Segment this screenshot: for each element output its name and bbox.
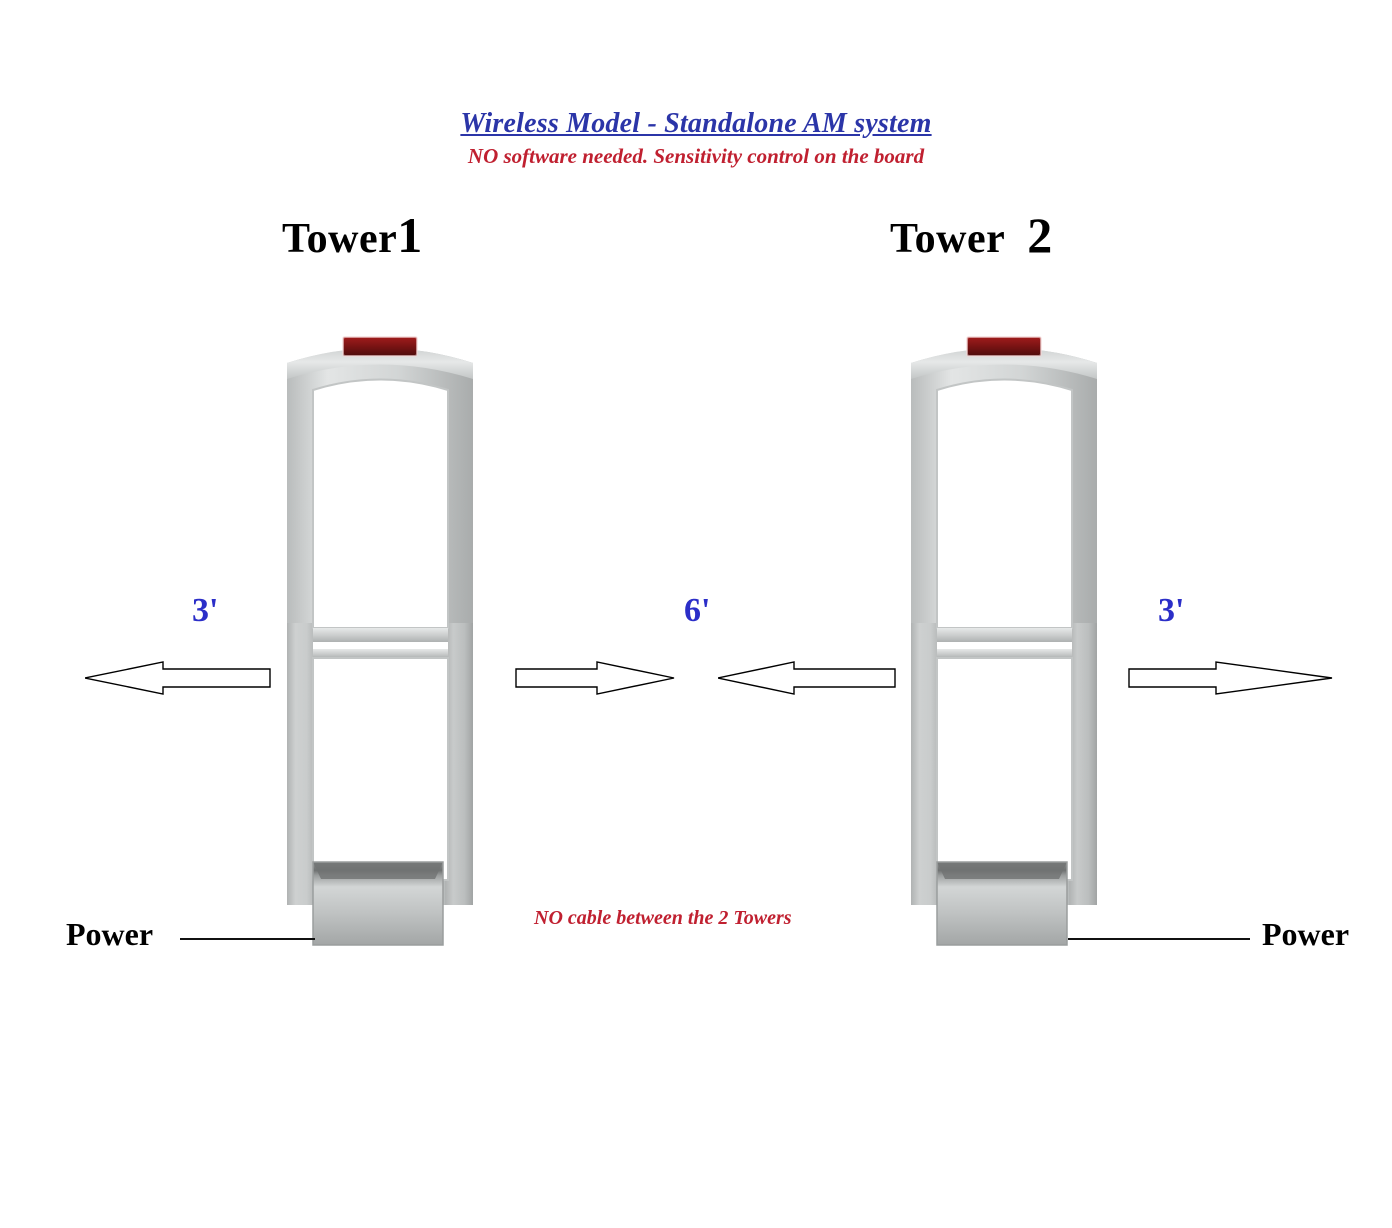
- dimension-label-left: 3': [192, 592, 219, 629]
- page-title: Wireless Model - Standalone AM system: [460, 108, 932, 139]
- dimension-label-middle: 6': [684, 592, 711, 629]
- tower-2-label-text: Tower: [890, 216, 1006, 262]
- arrow-left-icon: [85, 655, 271, 701]
- arrow-middle-left-icon: [718, 655, 896, 701]
- tower-2-label-number: 2: [1027, 207, 1053, 263]
- page-subtitle: NO software needed. Sensitivity control …: [467, 144, 925, 168]
- power-label-right: Power: [1262, 916, 1350, 952]
- tower-1-label-number: 1: [397, 207, 423, 263]
- tower-1-label: Tower1: [282, 206, 423, 264]
- dimension-label-right: 3': [1158, 592, 1185, 629]
- no-cable-note: NO cable between the 2 Towers: [534, 907, 792, 929]
- tower-1-label-text: Tower: [282, 216, 398, 262]
- tower-2-label: Tower 2: [890, 206, 1053, 264]
- power-leader-line-right: [1068, 938, 1250, 940]
- tower-1-graphic: [285, 333, 475, 953]
- power-leader-line-left: [180, 938, 315, 940]
- arrow-middle-right-icon: [515, 655, 675, 701]
- arrow-right-icon: [1128, 655, 1333, 701]
- power-label-left: Power: [66, 916, 154, 952]
- tower-2-graphic: [909, 333, 1099, 953]
